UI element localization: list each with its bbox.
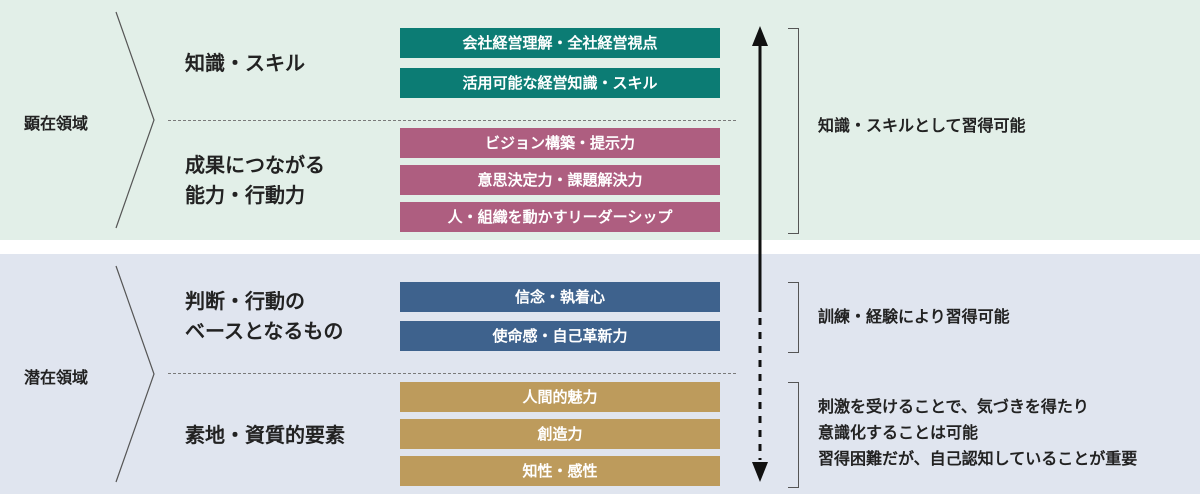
category-basis-line1: 判断・行動の <box>185 289 305 313</box>
category-basis-line2: ベースとなるもの <box>185 319 344 343</box>
arrow-down-head-icon <box>752 462 768 482</box>
region-label-explicit: 顕在領域 <box>24 114 89 133</box>
category-basis: 判断・行動の ベースとなるもの <box>185 286 343 346</box>
note-hard: 刺激を受けることで、気づきを得たり 意識化することは可能 習得困難だが、自己認知… <box>818 394 1137 472</box>
bottom-chevron-icon <box>115 265 155 483</box>
box-ability-1: ビジョン構築・提示力 <box>400 128 720 158</box>
note-hard-line3: 習得困難だが、自己認知していることが重要 <box>818 449 1138 468</box>
note-hard-line2: 意識化することは可能 <box>818 423 979 442</box>
box-knowledge-2: 活用可能な経営知識・スキル <box>400 68 720 98</box>
note-training: 訓練・経験により習得可能 <box>818 307 1010 326</box>
separator-top <box>168 120 736 121</box>
box-nature-3: 知性・感性 <box>400 456 720 486</box>
category-ability-line2: 能力・行動力 <box>185 183 305 207</box>
box-nature-2: 創造力 <box>400 419 720 449</box>
category-ability-line1: 成果につながる <box>185 153 325 177</box>
box-ability-2: 意思決定力・課題解決力 <box>400 165 720 195</box>
category-nature-text: 素地・資質的要素 <box>185 423 345 447</box>
top-chevron-icon <box>115 11 155 229</box>
arrow-up-head-icon <box>752 26 768 46</box>
box-basis-1: 信念・執着心 <box>400 282 720 312</box>
box-nature-1: 人間的魅力 <box>400 382 720 412</box>
box-basis-2: 使命感・自己革新力 <box>400 321 720 351</box>
region-label-latent: 潜在領域 <box>24 368 89 387</box>
category-knowledge-skill-text: 知識・スキル <box>185 51 305 75</box>
acquisition-arrow <box>752 26 768 482</box>
note-hard-line1: 刺激を受けることで、気づきを得たり <box>818 397 1089 416</box>
bracket-learnable <box>788 28 799 234</box>
note-learnable: 知識・スキルとして習得可能 <box>818 116 1026 135</box>
category-knowledge-skill: 知識・スキル <box>185 48 305 78</box>
separator-bottom <box>168 373 736 374</box>
box-knowledge-1: 会社経営理解・全社経営視点 <box>400 28 720 58</box>
box-ability-3: 人・組織を動かすリーダーシップ <box>400 202 720 232</box>
category-ability: 成果につながる 能力・行動力 <box>185 150 325 210</box>
bracket-training <box>788 282 799 353</box>
category-nature: 素地・資質的要素 <box>185 420 345 450</box>
bracket-hard <box>788 382 799 488</box>
